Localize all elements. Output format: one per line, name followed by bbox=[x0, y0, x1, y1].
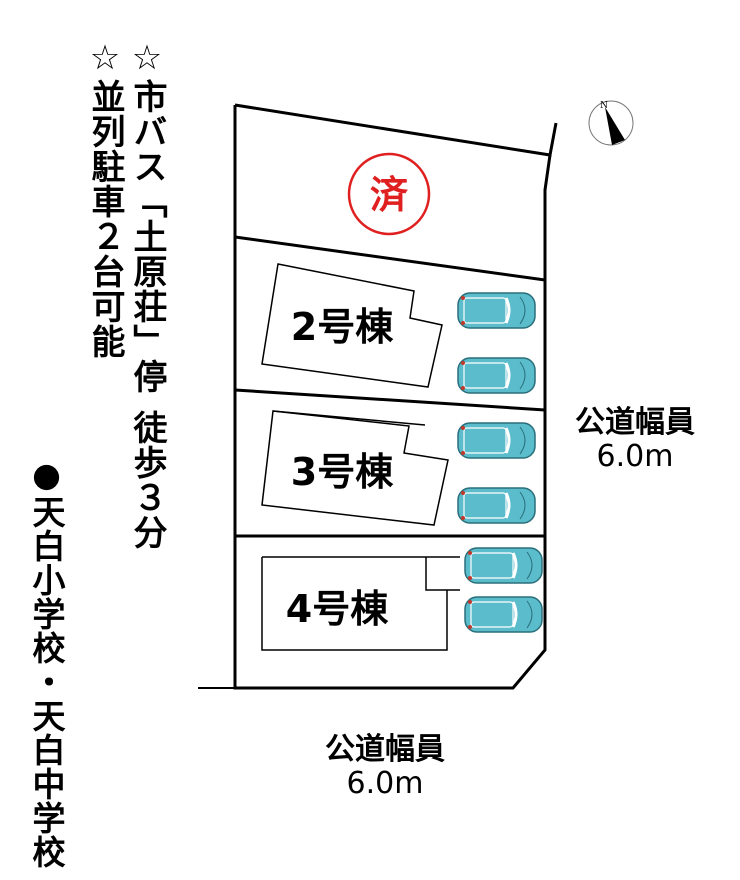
school-note: ●天白小学校・天白中学校 bbox=[27, 455, 66, 869]
parking-cars bbox=[457, 292, 543, 633]
lot-3-label: 3号棟 bbox=[291, 450, 394, 494]
north-boundary bbox=[234, 103, 558, 157]
sold-stamp bbox=[347, 152, 431, 236]
sold-label: 済 bbox=[370, 173, 409, 217]
north-arrow-icon: N bbox=[588, 100, 634, 146]
east-road-width: 6.0m bbox=[596, 439, 674, 474]
south-road-name: 公道幅員 bbox=[325, 732, 445, 767]
building-outlines bbox=[261, 263, 460, 651]
lot-2-label: 2号棟 bbox=[291, 305, 394, 349]
lot-divider-2-3 bbox=[234, 388, 546, 412]
car-icon bbox=[457, 292, 536, 329]
lot-divider-1-2 bbox=[234, 235, 546, 282]
car-icon bbox=[464, 596, 543, 633]
parking-note: ☆並列駐車２台可能 bbox=[85, 38, 125, 359]
car-icon bbox=[464, 547, 543, 584]
building-4-outline bbox=[261, 557, 448, 651]
south-road-width: 6.0m bbox=[346, 766, 424, 801]
walk-time-note: 徒歩３分 bbox=[127, 410, 167, 550]
car-icon bbox=[457, 422, 536, 459]
bus-stop-note: ☆市バス「土原荘」停 bbox=[127, 38, 167, 394]
outer-boundary bbox=[233, 105, 552, 690]
east-road-label: 公道幅員 6.0m bbox=[560, 406, 710, 474]
car-icon bbox=[457, 357, 536, 394]
compass-north-label: N bbox=[600, 101, 608, 111]
east-road-name: 公道幅員 bbox=[575, 405, 695, 440]
building-2-outline bbox=[261, 263, 443, 388]
car-icon bbox=[457, 487, 536, 524]
lot-4-label: 4号棟 bbox=[286, 587, 389, 631]
south-road-label: 公道幅員 6.0m bbox=[310, 733, 460, 801]
building-3-outline bbox=[261, 410, 449, 526]
lot-boundaries bbox=[198, 103, 558, 690]
